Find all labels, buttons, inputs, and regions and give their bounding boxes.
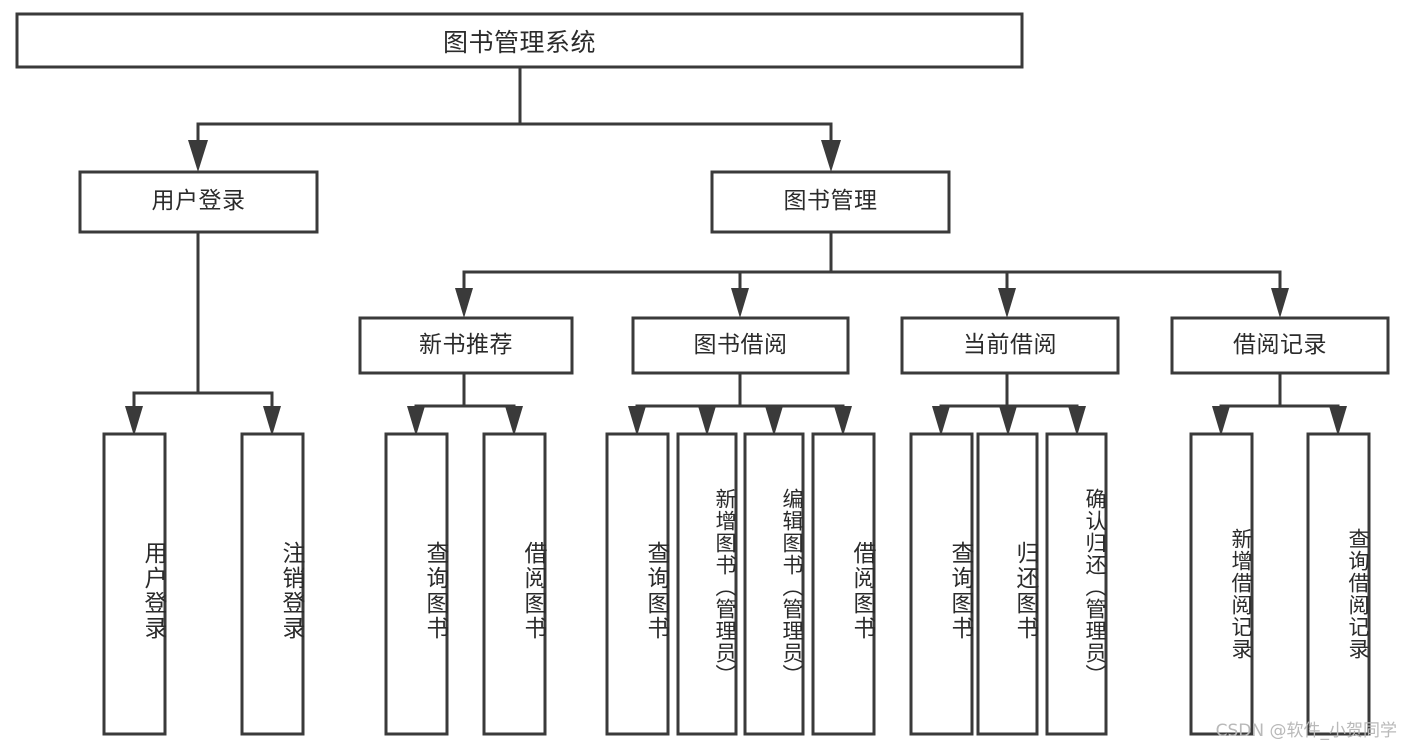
node-box-book-borrow[interactable] [631,316,850,375]
node-box-leaf-query-book-3[interactable] [909,432,974,736]
arrow-head-to-record-leaf-1 [1212,406,1230,436]
node-box-leaf-add-book[interactable] [676,432,738,736]
arrow-head-to-current-borrow [998,288,1016,318]
node-box-user-login[interactable] [78,170,319,234]
node-box-leaf-borrow-book-2[interactable] [811,432,876,736]
node-box-leaf-query-book-2[interactable] [605,432,670,736]
arrow-head-to-borrow-leaf-3 [765,406,783,436]
node-box-leaf-return-book[interactable] [976,432,1039,736]
arrow-head-to-current-leaf-3 [1068,406,1086,436]
arrow-head-to-new-book-leaf-2 [505,406,523,436]
node-box-leaf-user-login[interactable] [102,432,167,736]
arrow-head-to-new-book [455,288,473,318]
arrow-head-to-record [1271,288,1289,318]
watermark-text: CSDN @软件_小贺同学 [1215,721,1397,741]
arrow-head-to-login-leaf-2 [263,406,281,436]
node-box-root[interactable] [15,12,1024,69]
node-box-current-borrow[interactable] [900,316,1120,375]
arrow-head-to-record-leaf-2 [1329,406,1347,436]
arrow-head-to-current-leaf-2 [999,406,1017,436]
arrow-head-to-book-manage [821,140,841,172]
arrow-head-to-user-login [188,140,208,172]
arrow-head-to-borrow-leaf-2 [698,406,716,436]
arrow-head-to-borrow-leaf-1 [628,406,646,436]
arrow-head-to-current-leaf-1 [932,406,950,436]
node-box-leaf-confirm-return[interactable] [1045,432,1108,736]
node-box-new-book-recommend[interactable] [358,316,574,375]
node-box-leaf-borrow-book-1[interactable] [482,432,547,736]
node-box-leaf-edit-book[interactable] [743,432,805,736]
arrow-head-to-login-leaf-1 [125,406,143,436]
node-box-borrow-record[interactable] [1170,316,1390,375]
node-box-leaf-add-record[interactable] [1189,432,1254,736]
arrow-head-to-borrow-leaf-4 [834,406,852,436]
node-box-leaf-logout[interactable] [240,432,305,736]
arrow-head-to-new-book-leaf-1 [407,406,425,436]
node-box-book-manage[interactable] [710,170,951,234]
arrow-head-to-borrow [731,288,749,318]
node-box-leaf-query-book-1[interactable] [384,432,449,736]
node-box-leaf-query-record[interactable] [1306,432,1371,736]
